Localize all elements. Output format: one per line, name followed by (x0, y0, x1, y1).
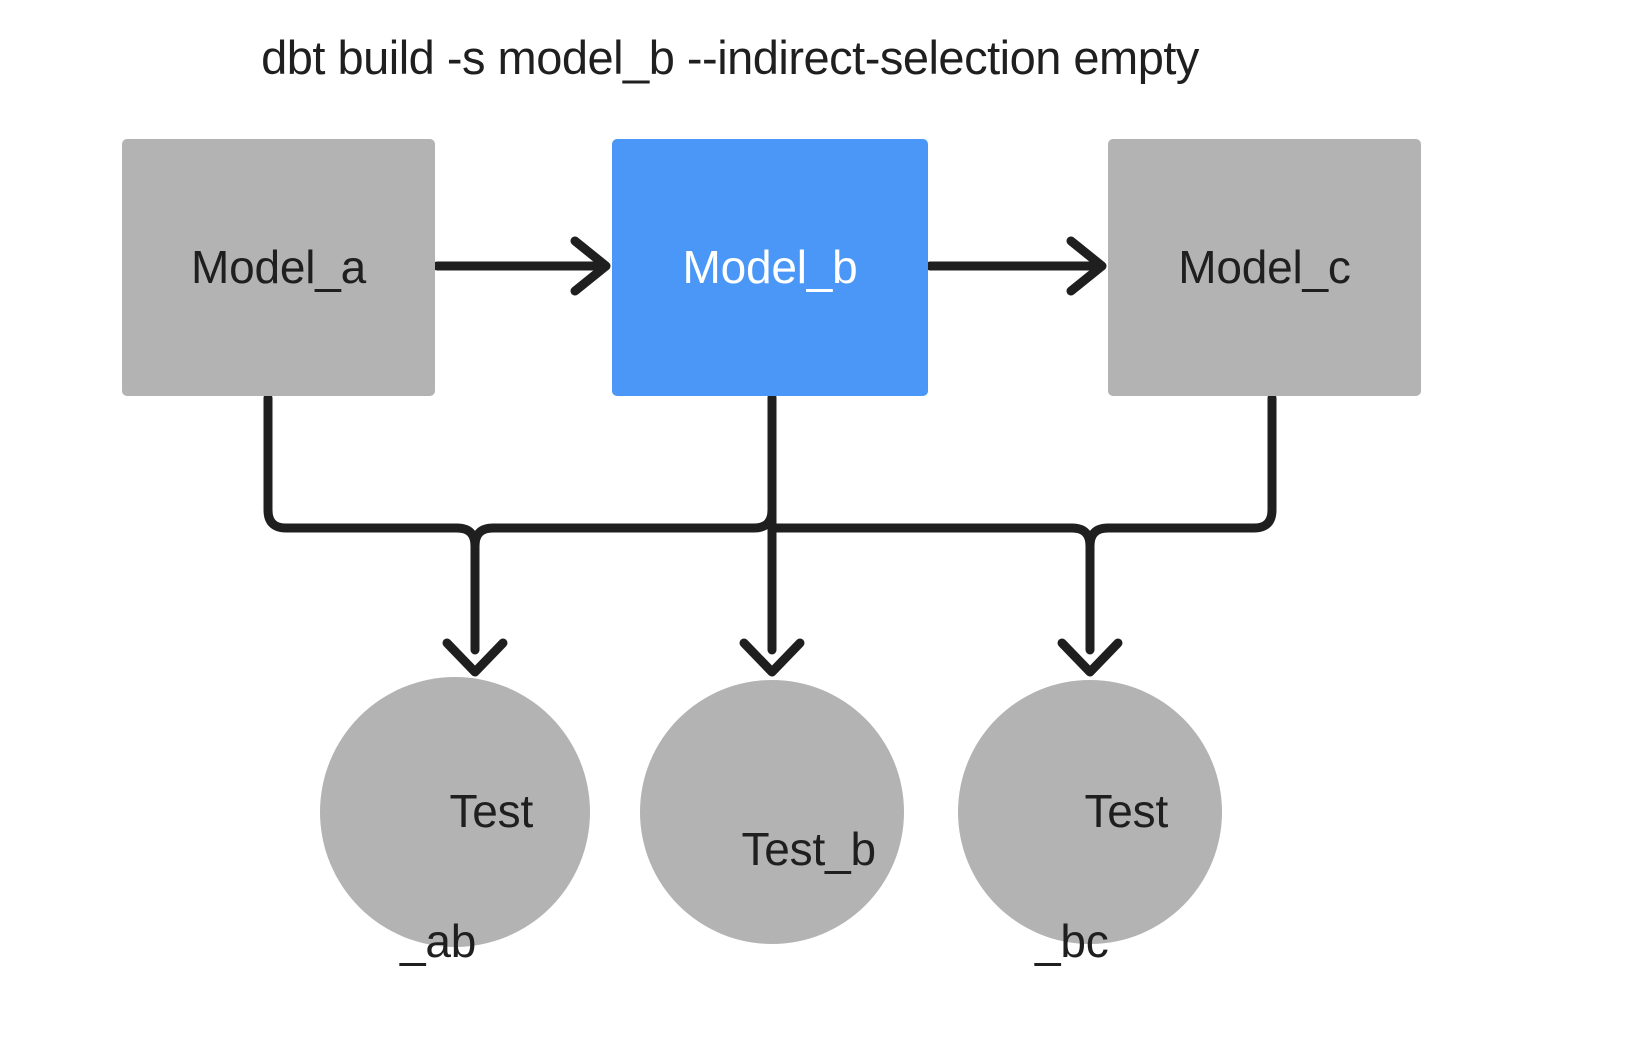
node-test-bc (958, 680, 1222, 944)
edge-model-c-to-test-bc (1085, 393, 1277, 551)
node-test-b (640, 680, 904, 944)
edge-model-a-to-test-ab (263, 393, 480, 655)
diagram-title: dbt build -s model_b --indirect-selectio… (261, 31, 1199, 84)
arrowhead-into-test-b (739, 638, 805, 677)
edge-model-b-to-test-bc (767, 523, 1095, 655)
arrowhead-into-test-ab (442, 638, 508, 677)
arrowhead-model-b-to-model-c (1066, 236, 1107, 296)
node-model-b (612, 139, 928, 396)
arrowhead-model-a-to-model-b (570, 236, 611, 296)
node-model-a (122, 139, 435, 396)
node-test-ab (320, 677, 590, 947)
node-model-c (1108, 139, 1421, 396)
node-layer (122, 139, 1421, 947)
edge-layer (263, 236, 1277, 677)
arrowhead-into-test-bc (1057, 638, 1123, 677)
edge-model-b-to-test-ab (470, 393, 777, 551)
